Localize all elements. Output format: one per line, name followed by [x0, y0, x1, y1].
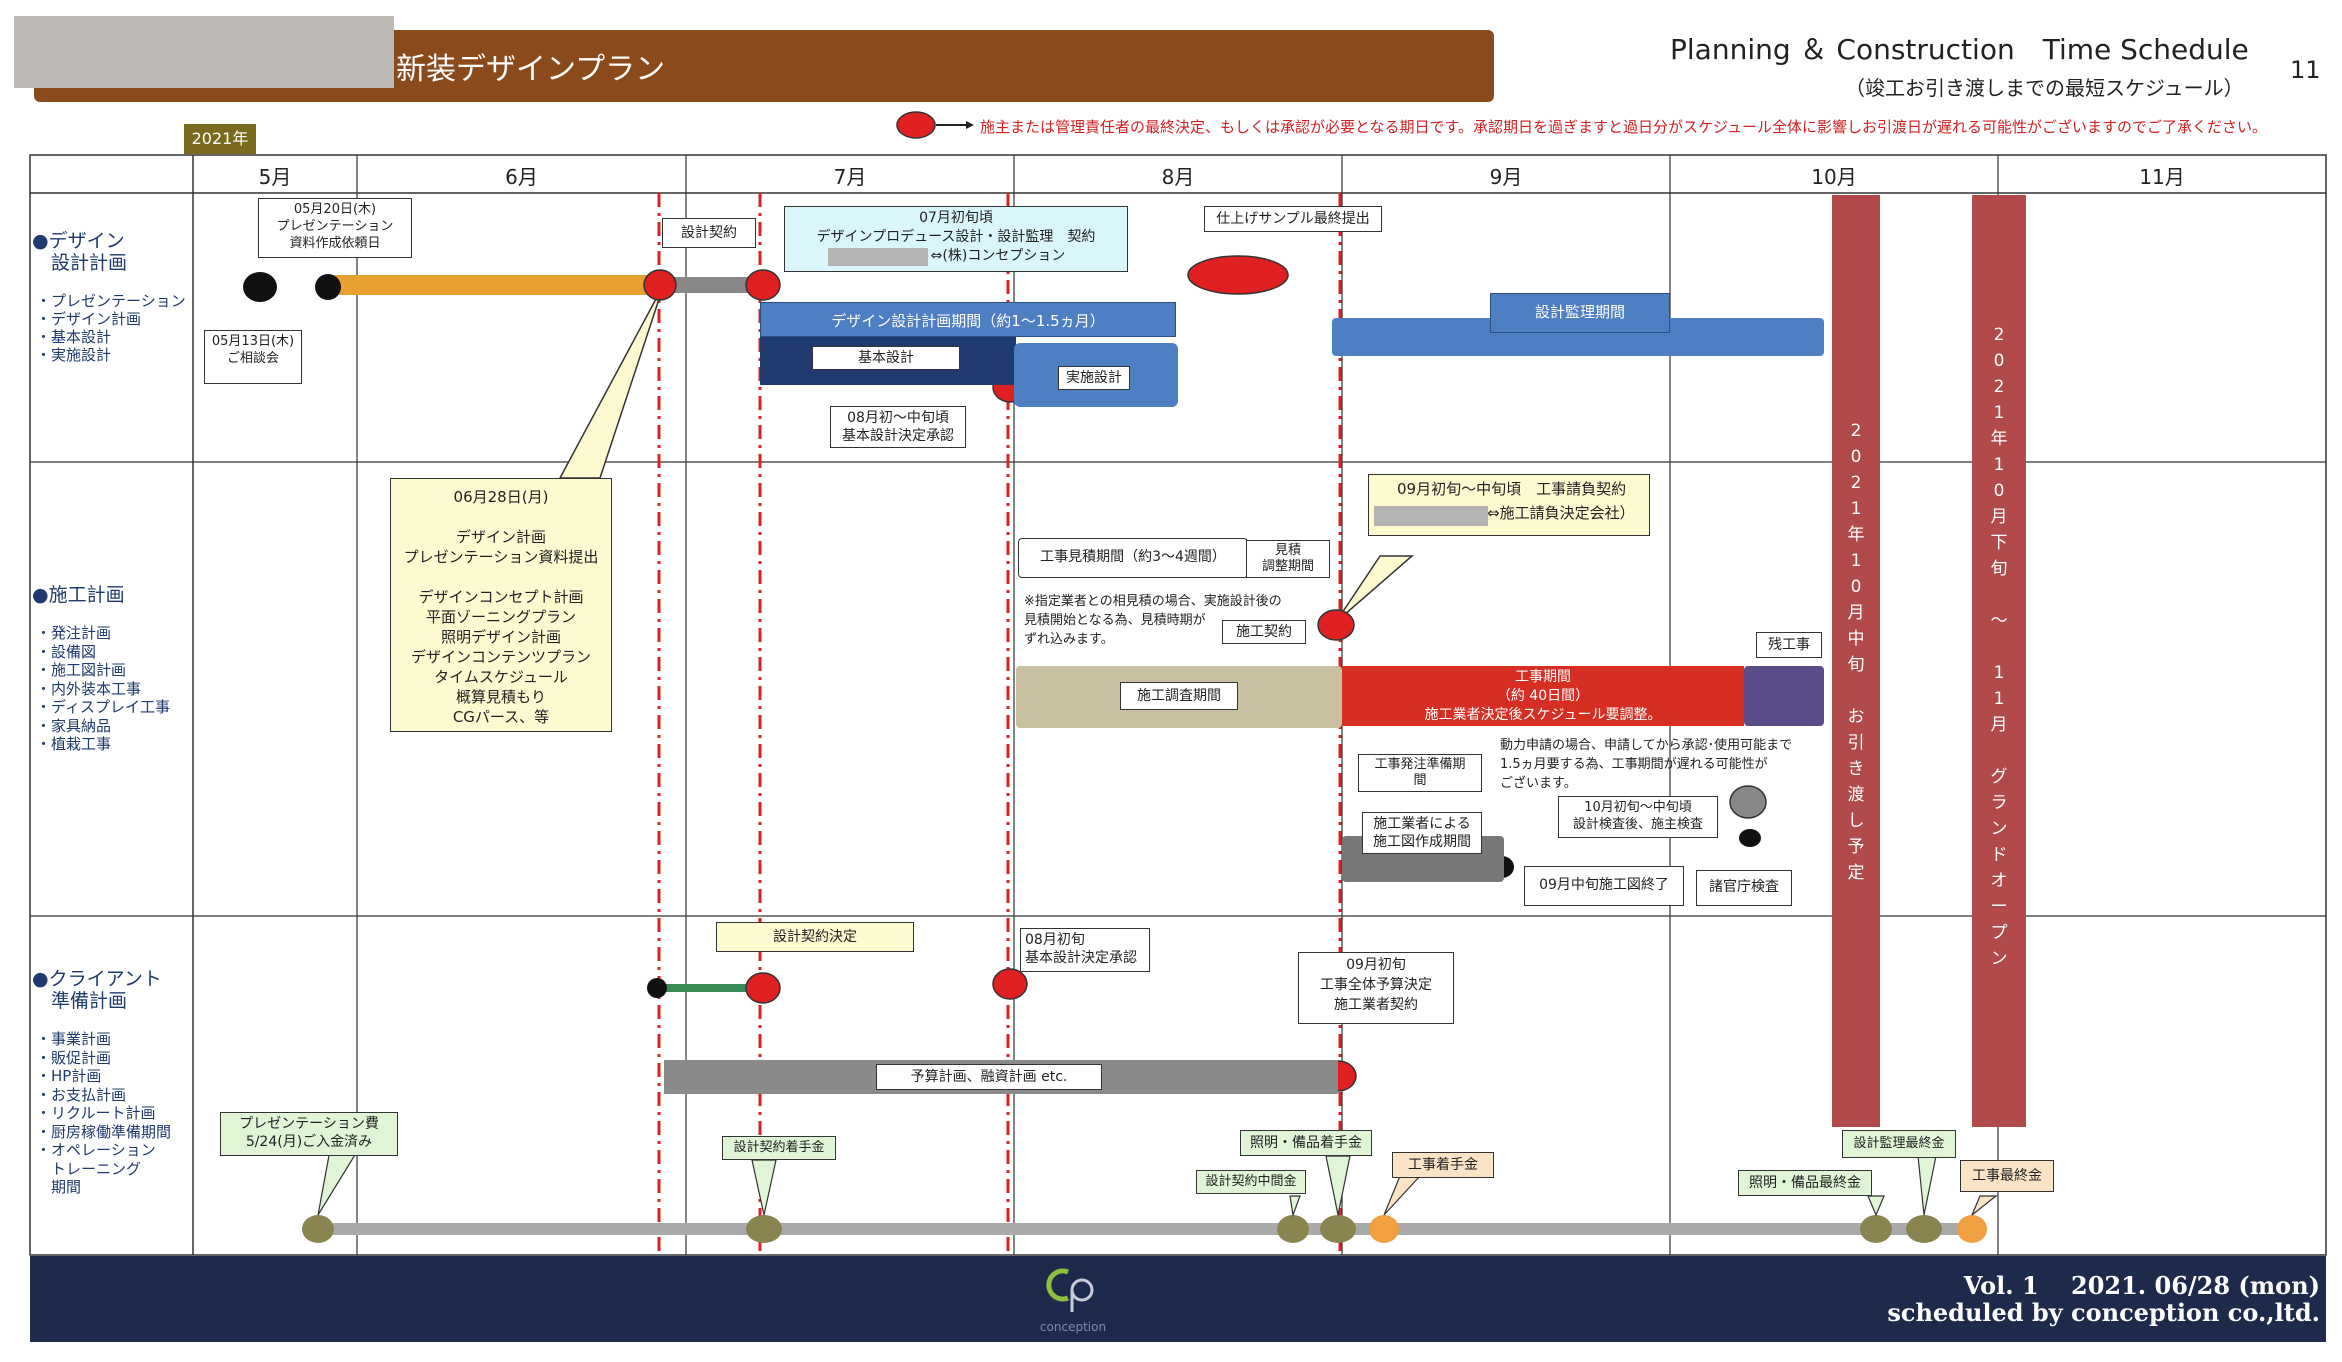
label-sample-final: 仕上げサンプル最終提出	[1204, 206, 1382, 232]
grand-open-column	[1972, 195, 2026, 1127]
label-may20-presentation: 05月20日(木) プレゼンテーション 資料作成依頼日	[258, 198, 412, 258]
month-label: 6月	[505, 165, 538, 189]
label-aug-early: 08月初旬 基本設計決定承認	[1020, 928, 1150, 972]
label-design-deposit: 設計契約着手金	[722, 1136, 836, 1160]
detail-design-label: 実施設計	[1058, 366, 1130, 390]
supervision-period-label: 設計監理期間	[1490, 293, 1670, 333]
month-label: 9月	[1489, 165, 1523, 189]
handover-column	[1832, 195, 1880, 1127]
footer-vol: Vol. 1 2021. 06/28 (mon)	[1963, 1271, 2320, 1300]
label-sept-contract: 09月初旬〜中旬頃 工事請負契約 ⇔施工請負決定会社）	[1368, 474, 1650, 536]
section-title-client: ●クライアント 準備計画	[32, 968, 162, 1012]
label-construction-contract: 施工契約	[1222, 620, 1306, 644]
redacted-logo-block	[14, 16, 394, 88]
design-period-bar	[760, 302, 1176, 337]
legend-marker-icon	[896, 111, 974, 139]
label-aug-approval: 08月初〜中旬頃 基本設計決定承認	[830, 406, 966, 448]
grand-open-column-text: 2 0 2 1 年 1 0 月 下 旬 〜 1 1 月 グ ラ ン ド オ ー …	[1990, 325, 2008, 969]
label-may13-consultation: 05月13日(木) ご相談会	[204, 330, 302, 384]
label-budget-plan: 予算計画、融資計画 etc.	[876, 1064, 1102, 1090]
section-title-construction: ●施工計画	[32, 584, 125, 606]
label-june28-presentation: 06月28日(月) デザイン計画 プレゼンテーション資料提出 デザインコンセプト…	[390, 478, 612, 732]
label-july-contract: 07月初旬頃 デザインプロデュース設計・設計監理 契約 ⇔(株)コンセプション	[784, 206, 1128, 272]
label-design-contract: 設計契約	[662, 218, 756, 248]
legend-note: 施主または管理責任者の最終決定、もしくは承認が必要となる期日です。承認期日を過ぎ…	[980, 118, 2268, 136]
schedule-subtitle: （竣工お引き渡しまでの最短スケジュール）	[1845, 76, 2244, 100]
month-label: 10月	[1811, 165, 1857, 189]
section-items-design: ・プレゼンテーション ・デザイン計画 ・基本設計 ・実施設計	[36, 292, 186, 364]
label-design-interim: 設計契約中間金	[1196, 1170, 1306, 1194]
month-header-row: 5月 6月 7月 8月 9月 10月 11月	[193, 155, 2326, 193]
section-items-client: ・事業計画 ・販促計画 ・HP計画 ・お支払計画 ・リクルート計画 ・厨房稼働準…	[36, 1030, 172, 1196]
basic-design-label: 基本設計	[812, 346, 960, 370]
year-tag: 2021年	[184, 124, 256, 154]
label-lighting-deposit: 照明・備品着手金	[1240, 1130, 1372, 1156]
label-gov-inspection: 諸官庁検査	[1696, 870, 1792, 906]
label-shop-drawing: 施工業者による 施工図作成期間	[1362, 812, 1482, 854]
permit-note: 動力申請の場合、申請してから承認･使用可能まで 1.5ヵ月要する為、工事期間が遅…	[1500, 738, 1793, 791]
footer-bar	[30, 1256, 2326, 1342]
redacted-client-name	[828, 248, 928, 266]
label-order-prep: 工事発注準備期 間	[1358, 754, 1482, 792]
design-period-label: デザイン設計計画期間（約1〜1.5ヵ月）	[831, 312, 1105, 330]
label-design-contract-decision: 設計契約決定	[716, 922, 914, 952]
construction-period-bar	[1342, 666, 1744, 726]
label-construction-final: 工事最終金	[1960, 1160, 2054, 1192]
remaining-work-bar	[1744, 666, 1824, 726]
month-label: 5月	[258, 165, 292, 189]
footer-logo-text: conception	[1039, 1320, 1107, 1334]
label-sept-early: 09月初旬 工事全体予算決定 施工業者契約	[1298, 952, 1454, 1024]
schedule-title: Planning ＆ Construction Time Schedule	[1670, 33, 2249, 66]
label-estimate-period: 工事見積期間（約3〜4週間）	[1018, 538, 1248, 578]
survey-period-label: 施工調査期間	[1120, 682, 1238, 710]
label-sept-drawing-end: 09月中旬施工図終了	[1524, 866, 1684, 906]
section-items-construction: ・発注計画 ・設備図 ・施工図計画 ・内外装本工事 ・ディスプレイ工事 ・家具納…	[36, 624, 170, 753]
page-title: 新装デザインプラン	[396, 52, 666, 87]
label-presentation-fee: プレゼンテーション費 5/24(月)ご入金済み	[220, 1112, 398, 1156]
page-number: 11	[2290, 56, 2321, 84]
conception-logo-icon	[1036, 1258, 1110, 1338]
section-title-design: ●デザイン 設計計画	[32, 230, 128, 274]
label-estimate-adjust: 見積 調整期間	[1246, 540, 1330, 578]
estimate-note: ※指定業者との相見積の場合、実施設計後の 見積開始となる為、見積時期が ずれ込み…	[1024, 594, 1282, 647]
construction-period-label: 工事期間 （約 40日間） 施工業者決定後スケジュール要調整。	[1424, 669, 1662, 723]
footer-credit: scheduled by conception co.,ltd.	[1887, 1298, 2320, 1327]
label-remaining-work: 残工事	[1756, 632, 1822, 658]
handover-column-text: 2 0 2 1 年 1 0 月 中 旬 お 引 き 渡 し 予 定	[1847, 421, 1865, 883]
month-label: 7月	[833, 165, 867, 189]
month-label: 8月	[1161, 165, 1195, 189]
month-label: 11月	[2139, 165, 2185, 189]
label-oct-inspection: 10月初旬〜中旬頃 設計検査後、施主検査	[1558, 796, 1718, 838]
label-construction-deposit: 工事着手金	[1392, 1152, 1494, 1178]
label-supervision-final: 設計監理最終金	[1842, 1130, 1956, 1158]
label-lighting-final: 照明・備品最終金	[1738, 1170, 1872, 1196]
redacted-contractor-name	[1374, 506, 1488, 526]
